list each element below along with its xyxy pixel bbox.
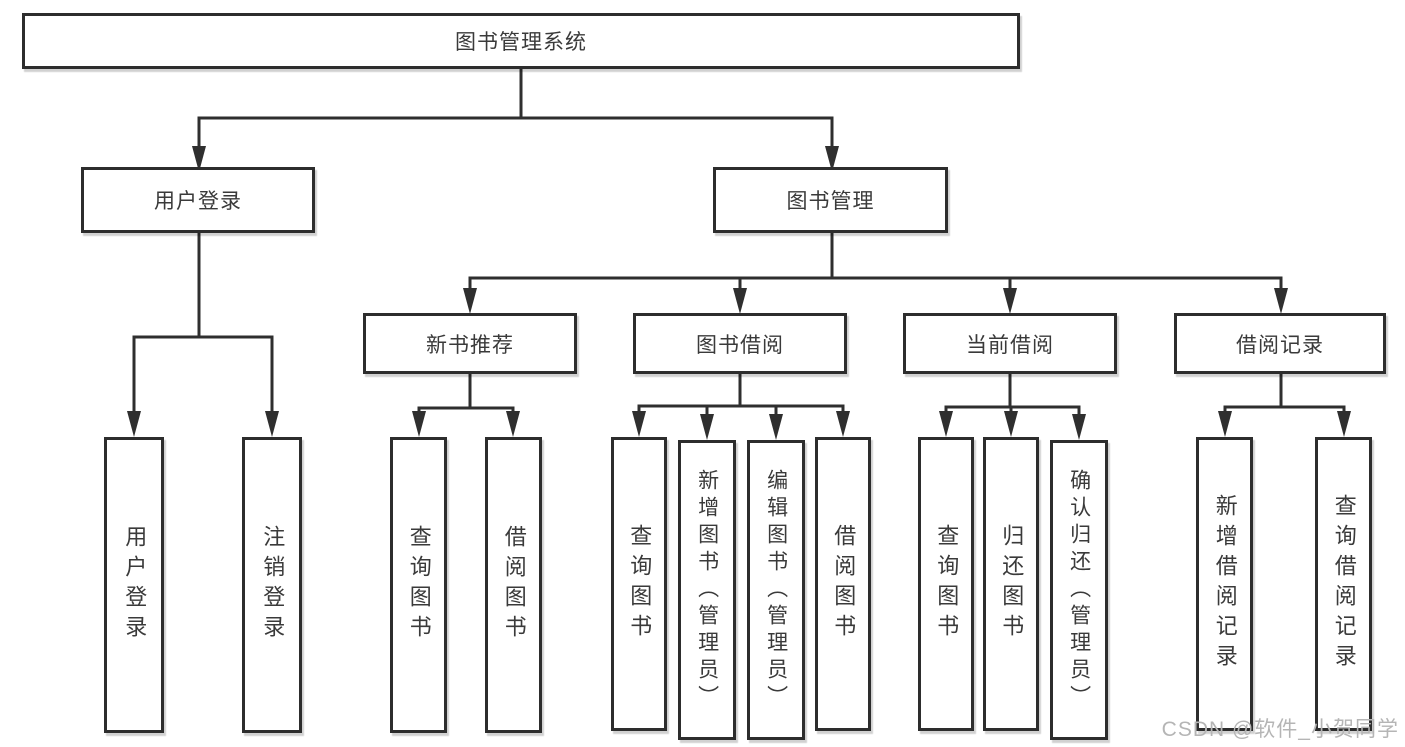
leaf-add-borrow-record-label: 新增借阅记录 (1212, 494, 1238, 674)
leaf-user-login: 用户登录 (104, 437, 164, 733)
leaf-user-login-label: 用户登录 (122, 525, 148, 645)
leaf-logout: 注销登录 (242, 437, 302, 733)
leaf-query-books-current-label: 查询图书 (934, 524, 960, 644)
leaf-edit-book-admin: 编辑图书（管理员） (747, 440, 805, 740)
leaf-query-books-current: 查询图书 (918, 437, 974, 731)
leaf-borrow-books-recommend: 借阅图书 (485, 437, 542, 733)
node-borrowing-records: 借阅记录 (1174, 313, 1386, 374)
node-book-management-label: 图书管理 (786, 190, 875, 213)
node-borrowing-records-label: 借阅记录 (1236, 333, 1324, 357)
node-book-borrowing-label: 图书借阅 (696, 333, 784, 357)
leaf-query-borrow-record-label: 查询借阅记录 (1331, 494, 1357, 674)
leaf-add-borrow-record: 新增借阅记录 (1196, 437, 1253, 731)
node-user-login: 用户登录 (81, 167, 315, 233)
leaf-borrow-books-borrowing-label: 借阅图书 (831, 524, 857, 644)
leaf-add-book-admin: 新增图书（管理员） (678, 440, 736, 740)
node-user-login-label: 用户登录 (154, 190, 242, 213)
leaf-confirm-return-admin-label: 确认归还（管理员） (1067, 468, 1091, 712)
node-new-book-recommend: 新书推荐 (363, 313, 577, 374)
leaf-return-books-label: 归还图书 (999, 524, 1025, 644)
node-root: 图书管理系统 (22, 13, 1020, 69)
leaf-query-borrow-record: 查询借阅记录 (1315, 437, 1372, 731)
leaf-add-book-admin-label: 新增图书（管理员） (695, 468, 719, 712)
leaf-borrow-books-recommend-label: 借阅图书 (501, 525, 527, 645)
leaf-query-books-recommend-label: 查询图书 (406, 525, 432, 645)
node-root-label: 图书管理系统 (455, 31, 587, 54)
node-current-borrowing: 当前借阅 (903, 313, 1117, 374)
leaf-edit-book-admin-label: 编辑图书（管理员） (764, 468, 788, 712)
leaf-logout-label: 注销登录 (260, 525, 286, 645)
leaf-borrow-books-borrowing: 借阅图书 (815, 437, 871, 731)
node-current-borrowing-label: 当前借阅 (966, 333, 1054, 357)
leaf-query-books-recommend: 查询图书 (390, 437, 447, 733)
leaf-return-books: 归还图书 (983, 437, 1039, 731)
leaf-query-books-borrowing: 查询图书 (611, 437, 667, 731)
node-book-management: 图书管理 (713, 167, 948, 233)
node-book-borrowing: 图书借阅 (633, 313, 847, 374)
leaf-confirm-return-admin: 确认归还（管理员） (1050, 440, 1108, 740)
node-new-book-recommend-label: 新书推荐 (426, 333, 514, 357)
csdn-watermark: CSDN @软件_小贺同学 (1161, 718, 1399, 741)
leaf-query-books-borrowing-label: 查询图书 (627, 524, 653, 644)
